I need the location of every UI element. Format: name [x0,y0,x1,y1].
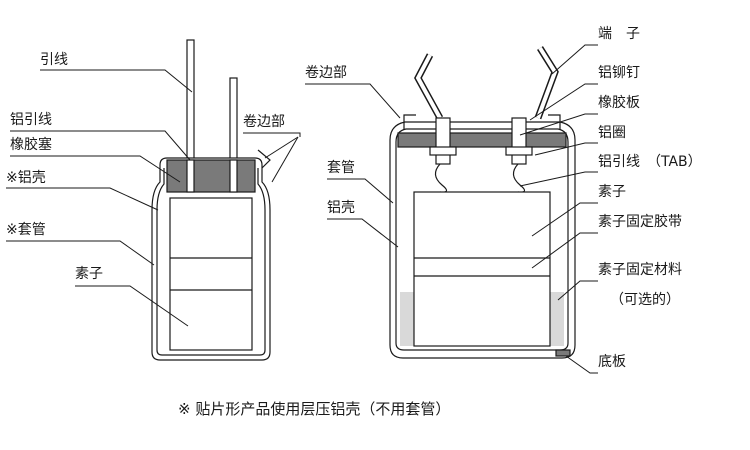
leader-r-base-plate [565,355,598,374]
left-lead-wire-1 [186,39,195,171]
right-capacitor [389,46,576,359]
label-curl-part: 卷边部 [243,114,285,130]
leader-curl-part-a [264,136,299,159]
leader-r-al-rivet [529,83,598,121]
leader-al-case [6,187,159,211]
label-r-sleeve: 套管 [327,160,355,176]
left-al-lead-2 [229,159,238,193]
left-curl [257,149,271,169]
right-curl-right [548,114,561,130]
right-terminal-left-inner [415,54,442,119]
left-capacitor [151,39,271,361]
leader-r-curl-part [305,83,401,119]
label-element: 素子 [75,266,103,282]
label-r-al-ring: 铝圈 [598,125,626,141]
label-r-al-case: 铝壳 [327,199,355,216]
label-rubber-plug: 橡胶塞 [10,136,52,153]
label-lead-wire: 引线 [40,52,68,68]
leader-r-rubber-board [519,113,598,136]
leader-r-al-ring [534,142,598,156]
label-r-al-rivet: 铝铆钉 [598,65,640,81]
leader-lead-wire [40,69,193,93]
right-rivet-left [435,117,451,165]
leader-r-al-lead-tab [519,171,598,187]
right-rubber-board [397,132,567,148]
left-al-lead-1 [186,159,195,193]
left-lead-wire-2 [229,77,238,169]
footnote: ※ 贴片形产品使用层压铝壳（不用套管） [178,400,450,418]
label-r-rubber-board: 橡胶板 [598,94,640,111]
right-al-case-outline [395,128,569,351]
right-al-ring-right [505,146,533,156]
label-r-optional: （可选的） [610,292,680,308]
left-rubber-plug [166,159,256,193]
label-al-lead-wire: 铝引线 [10,112,52,128]
leader-r-element-tape [531,232,598,269]
label-r-element: 素子 [598,184,626,200]
label-r-element-tape: 素子固定胶带 [598,213,682,230]
right-base-plate [555,349,571,357]
right-al-ring-left [429,146,457,156]
label-r-element-material: 素子固定材料 [598,262,682,278]
label-sleeve: ※套管 [6,222,46,238]
leader-element [75,285,189,327]
leader-curl-part [243,132,301,137]
left-element [169,197,253,351]
leader-r-terminal [551,44,598,75]
leader-r-sleeve [327,178,394,204]
leader-r-element [531,202,598,237]
label-r-curl-part: 卷边部 [305,65,347,81]
leader-al-lead-wire [10,130,191,161]
right-terminal-right-inner [536,46,558,119]
left-al-case-outline [156,168,266,356]
leader-curl-part-b [271,136,299,183]
right-curl-left [403,114,416,130]
leader-sleeve [6,240,155,266]
leader-r-al-case [327,218,399,248]
leader-rubber-plug [10,155,181,183]
leader-r-element-material [557,280,598,301]
right-element [413,191,551,347]
label-r-base-plate: 底板 [598,354,626,370]
label-r-terminal: 端 子 [598,26,640,42]
label-al-case: ※铝壳 [6,169,46,186]
right-rivet-right [511,117,527,165]
label-r-al-lead-tab: 铝引线 （TAB） [598,154,702,170]
